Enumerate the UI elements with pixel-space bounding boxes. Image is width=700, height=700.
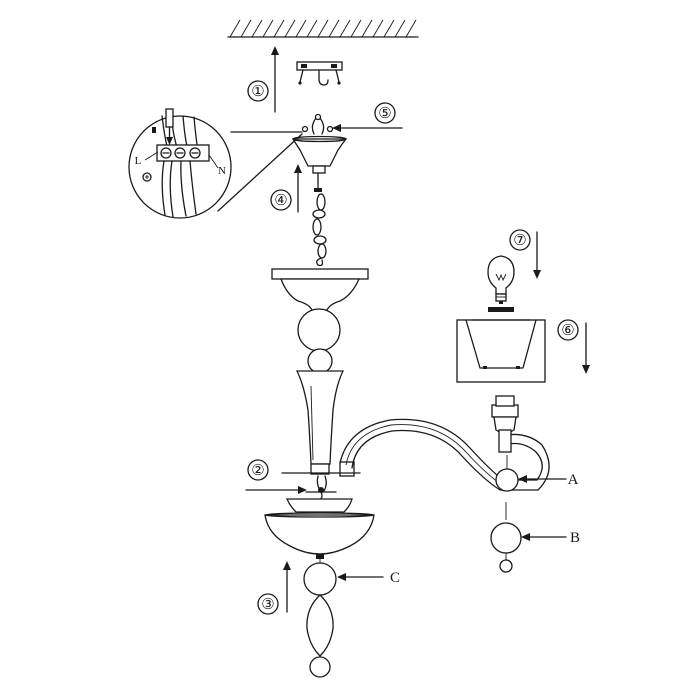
- top-cup: [280, 278, 360, 311]
- step-6-badge: [557, 319, 579, 341]
- part-b: B: [490, 502, 580, 573]
- part-c: C: [303, 559, 400, 678]
- bottom-bowl: [264, 498, 375, 559]
- step-1: ①: [247, 46, 343, 113]
- socket-cup: [491, 404, 519, 418]
- step-4-number: ④: [274, 193, 287, 209]
- ceiling-canopy: [291, 113, 348, 174]
- step-2-badge: [247, 459, 269, 481]
- step-2: ②: [245, 459, 361, 501]
- part-a-sphere: [495, 468, 519, 492]
- step-6: ⑥: [456, 307, 590, 383]
- part-b-sphere: [490, 522, 522, 554]
- step-7-badge: [509, 229, 531, 251]
- wiring-detail-circle: [128, 115, 232, 219]
- step-4-badge: [270, 189, 292, 211]
- part-c-sphere: [303, 562, 337, 596]
- mounting-bracket: [296, 61, 343, 86]
- center-hub: [281, 472, 361, 501]
- step-3: ③: [257, 561, 291, 615]
- step-3-number: ③: [261, 597, 274, 613]
- step-3-badge: [257, 593, 279, 615]
- step-7-number: ⑦: [513, 233, 526, 249]
- step-6-number: ⑥: [561, 323, 574, 339]
- step-4: ④: [270, 164, 302, 213]
- ceiling: [227, 19, 419, 38]
- step-5: ⑤: [332, 102, 403, 132]
- ceiling-hatching: [229, 19, 417, 38]
- lamp-shade: [456, 307, 546, 383]
- chandelier-body: [271, 268, 369, 475]
- step-5-badge: [374, 102, 396, 124]
- bottom-finial: [309, 656, 331, 678]
- step-2-number: ②: [251, 463, 264, 479]
- neutral-wire-label: N: [218, 165, 226, 177]
- suspension-chain: [312, 172, 327, 267]
- live-wire-label: L: [135, 155, 142, 167]
- part-c-label: C: [390, 570, 400, 586]
- part-a: A: [495, 455, 579, 492]
- step-5-number: ⑤: [378, 106, 391, 122]
- teardrop-pendant: [306, 594, 334, 657]
- wiring-detail: L N: [128, 108, 303, 219]
- part-a-label: A: [568, 472, 579, 488]
- chandelier-arm: [339, 395, 550, 491]
- small-sphere: [307, 348, 333, 374]
- part-b-label: B: [570, 530, 580, 546]
- upper-sphere: [297, 308, 341, 352]
- step-7: ⑦: [487, 229, 541, 304]
- part-b-drop: [499, 559, 513, 573]
- step-1-number: ①: [251, 84, 264, 100]
- top-plate: [271, 268, 369, 280]
- central-column: [295, 370, 345, 465]
- lamp-socket: [495, 395, 515, 407]
- step-1-badge: [247, 80, 269, 102]
- light-bulb-icon: [487, 255, 515, 304]
